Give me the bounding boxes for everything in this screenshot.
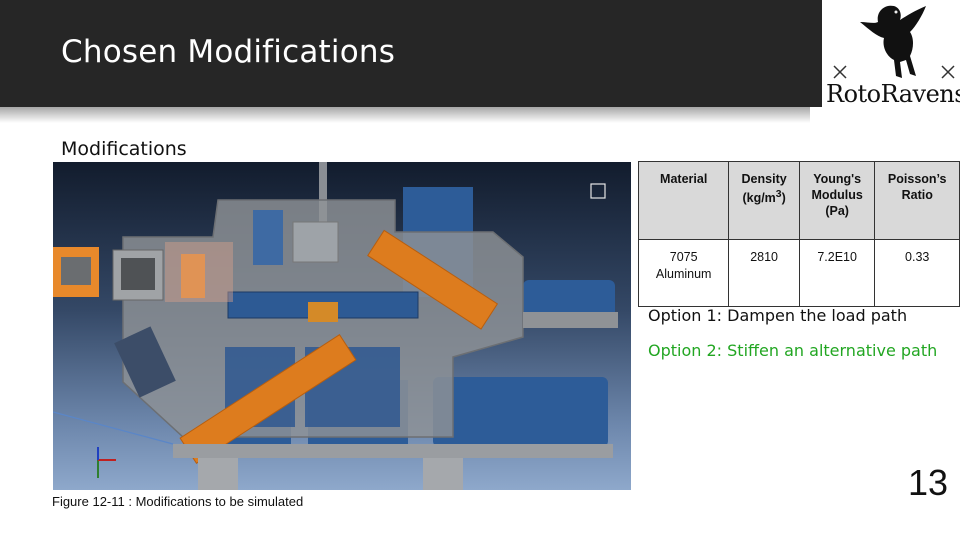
option-2-text: Option 2: Stiffen an alternative path: [648, 341, 938, 360]
header-density: Density(kg/m3): [728, 161, 800, 240]
cad-figure: [53, 162, 631, 490]
slide-title: Chosen Modifications: [61, 34, 396, 70]
logo: RotoRavens: [826, 0, 960, 118]
raven-logo-icon: [833, 5, 955, 79]
option-1-text: Option 1: Dampen the load path: [648, 306, 908, 325]
header-bar: [0, 0, 822, 107]
cad-model-image: [53, 162, 618, 490]
header-material: Material: [637, 161, 730, 240]
cell-youngs: 7.2E10: [798, 239, 876, 307]
header-shadow: [0, 107, 810, 123]
cell-density: 2810: [728, 239, 800, 307]
page-number: 13: [908, 462, 949, 503]
cell-poisson: 0.33: [874, 239, 960, 307]
section-subtitle: Modifications: [61, 138, 187, 160]
figure-caption: Figure 12-11 : Modifications to be simul…: [52, 494, 304, 509]
logo-text: RotoRavens: [826, 80, 960, 108]
